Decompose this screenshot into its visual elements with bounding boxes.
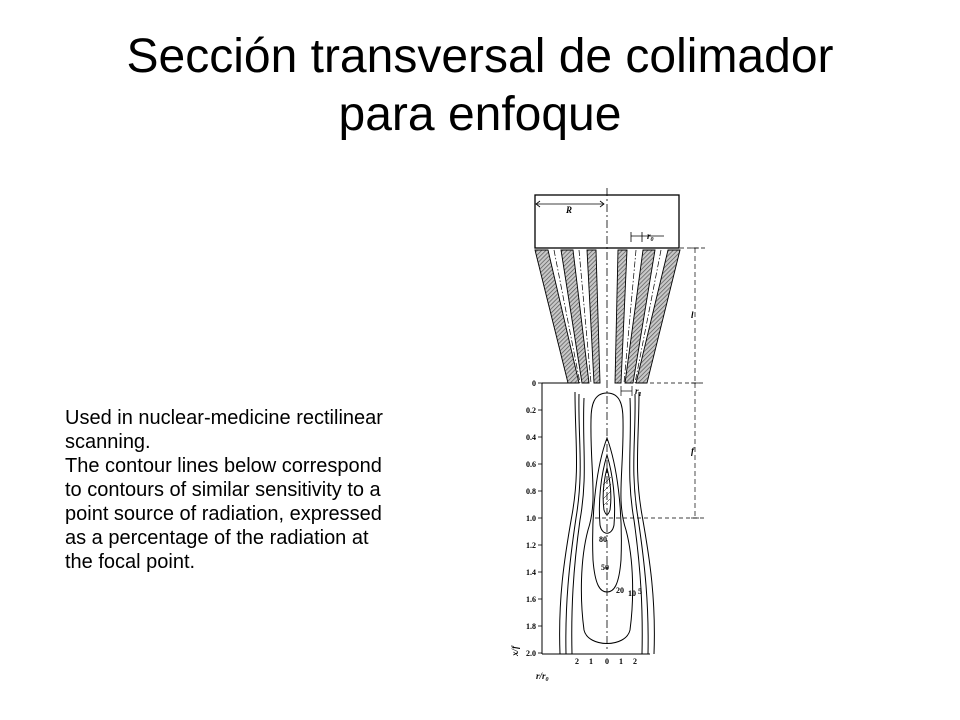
contour-20 — [580, 392, 634, 644]
focal-region-hatch — [602, 476, 612, 506]
contour-outer-left — [559, 391, 578, 655]
description-line: as a percentage of the radiation at — [65, 527, 369, 549]
y-tick-labels: 0 0.2 0.4 0.6 0.8 1.0 1.2 1.4 1.6 1.8 2.… — [526, 379, 536, 658]
x-tick-label: 1 — [619, 657, 623, 666]
x-tick-labels: 2 1 0 1 2 — [575, 657, 637, 666]
y-tick-label: 0.2 — [526, 406, 536, 415]
r0-dimension-label: r0 — [647, 231, 654, 243]
r-dimension-label: R — [565, 205, 572, 215]
slide-title-line-2: para enfoque — [338, 88, 622, 141]
description-line: scanning. — [65, 431, 151, 453]
contour-5-right — [633, 393, 649, 655]
x-axis-label: r/r0 — [536, 671, 549, 683]
y-tick-label: 1.8 — [526, 622, 536, 631]
y-tick-label: 0.4 — [526, 433, 536, 442]
l-dimension-label: l — [691, 310, 694, 320]
contour-50 — [592, 436, 622, 593]
description-line: point source of radiation, expressed — [65, 503, 382, 525]
x-tick-label: 1 — [589, 657, 593, 666]
y-tick-label: 0.6 — [526, 460, 536, 469]
y-tick-label: 1.6 — [526, 595, 536, 604]
contour-80 — [598, 453, 616, 534]
contour-labels: 80 50 20 10 5 — [599, 535, 642, 598]
y-tick-label: 2.0 — [526, 649, 536, 658]
contour-label-10: 10 — [628, 589, 636, 598]
y-tick-label: 0.8 — [526, 487, 536, 496]
x-tick-label: 2 — [575, 657, 579, 666]
slide-title-line-1: Sección transversal de colimador — [126, 30, 834, 83]
contour-10-left — [571, 397, 585, 655]
x-tick-label: 0 — [605, 657, 609, 666]
contour-label-20: 20 — [616, 586, 624, 595]
description-line: to contours of similar sensitivity to a — [65, 479, 381, 501]
y-tick-label: 1.2 — [526, 541, 536, 550]
y-axis-label: x/f — [510, 645, 520, 657]
y-tick-label: 0 — [532, 379, 536, 388]
description-text: Used in nuclear-medicine rectilinear sca… — [65, 406, 450, 574]
contour-label-80: 80 — [599, 535, 607, 544]
slide-title: Sección transversal de colimador para en… — [0, 28, 960, 144]
description-line: Used in nuclear-medicine rectilinear — [65, 407, 383, 429]
contour-label-50: 50 — [601, 563, 609, 572]
f-dimension-label: f — [691, 446, 695, 456]
y-tick-marks — [538, 382, 542, 654]
contour-90 — [602, 467, 612, 515]
y-tick-label: 1.4 — [526, 568, 536, 577]
description-line: the focal point. — [65, 551, 196, 573]
sensitivity-contours — [559, 391, 655, 655]
contour-10-right — [629, 397, 643, 655]
r1-dimension-label: r1 — [635, 386, 642, 398]
x-tick-label: 2 — [633, 657, 637, 666]
contour-outer-right — [636, 391, 655, 655]
y-tick-label: 1.0 — [526, 514, 536, 523]
hole-axes — [553, 249, 662, 384]
collimator-cross-section-diagram: R r0 — [510, 188, 705, 683]
description-line: The contour lines below correspond — [65, 455, 382, 477]
contour-label-5: 5 — [638, 587, 642, 596]
contour-5-left — [565, 393, 581, 655]
dimension-lines — [595, 247, 705, 519]
collimator-septa — [534, 249, 681, 384]
